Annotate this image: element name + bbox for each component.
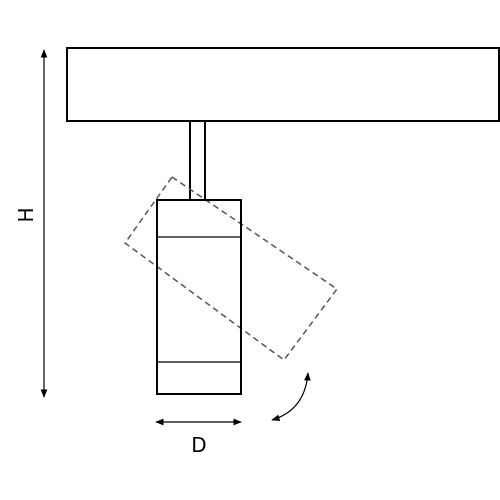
lamp-body (156, 199, 242, 395)
diameter-label: D (191, 433, 206, 457)
rotation-arrow (271, 372, 311, 422)
track-rail (66, 47, 500, 122)
height-label: H (14, 207, 38, 222)
tilted-lamp-outline (123, 175, 339, 362)
